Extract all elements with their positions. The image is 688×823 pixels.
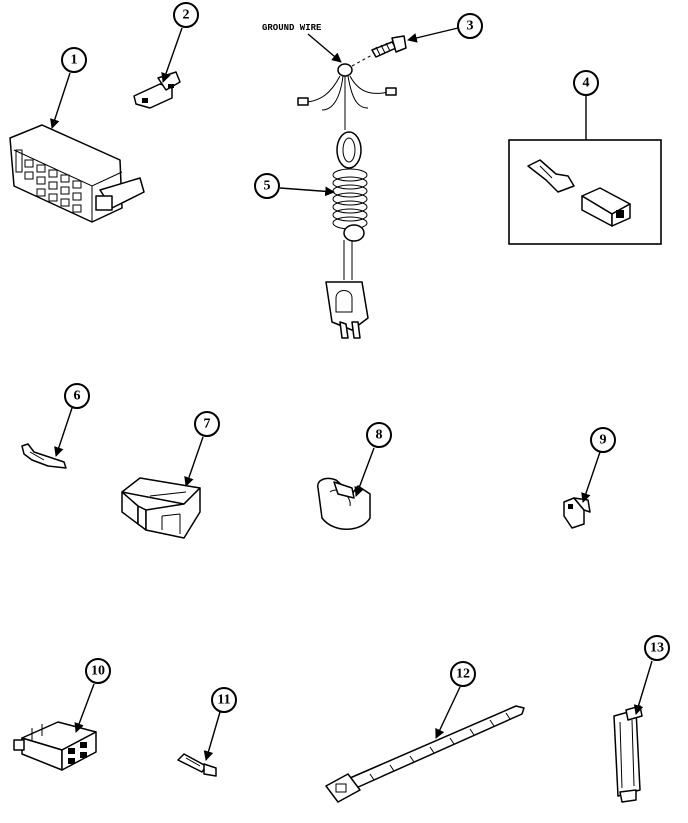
part-10-connector: [13, 721, 97, 771]
callout-13-label: 13: [650, 641, 664, 656]
callout-3: 3: [457, 13, 483, 39]
part-11-pin: [177, 753, 217, 777]
callout-6: 6: [64, 383, 90, 409]
callout-13: 13: [644, 635, 670, 661]
part-12-cable-tie: [325, 705, 525, 803]
part-6-terminal: [21, 443, 67, 469]
callout-9: 9: [590, 427, 616, 453]
callout-2-label: 2: [183, 8, 190, 23]
callout-11: 11: [211, 687, 237, 713]
leader-11: [203, 711, 221, 761]
screw-dashed-line: [351, 54, 373, 67]
leader-8: [354, 447, 375, 497]
part-1-terminal-block: [9, 124, 145, 223]
callout-11-label: 11: [217, 693, 230, 708]
callout-10: 10: [85, 658, 111, 684]
callout-10-label: 10: [91, 664, 105, 679]
callout-7-label: 7: [204, 417, 211, 432]
callout-12-label: 12: [456, 667, 470, 682]
part-5-power-cord: [297, 63, 397, 339]
ground-wire-label: GROUND WIRE: [262, 23, 322, 33]
callout-12: 12: [450, 661, 476, 687]
leader-13: [633, 660, 653, 715]
leader-3: [407, 27, 459, 43]
part-2-terminal-clip: [133, 71, 181, 109]
callout-7: 7: [194, 411, 220, 437]
callout-1-label: 1: [71, 53, 78, 68]
callout-4-label: 4: [583, 76, 590, 91]
part-7-connector-housing: [121, 477, 201, 539]
callout-4: 4: [573, 70, 599, 96]
leader-12: [435, 686, 461, 739]
leader-ground-wire: [307, 33, 342, 63]
leader-9: [581, 451, 601, 503]
leader-10: [74, 683, 95, 733]
part-3-screw: [371, 35, 407, 58]
leader-5: [279, 186, 335, 197]
callout-6-label: 6: [74, 389, 81, 404]
callout-8-label: 8: [376, 428, 383, 443]
callout-8: 8: [366, 422, 392, 448]
part-4-terminal-kit: [508, 139, 662, 245]
leader-1: [50, 72, 71, 129]
leader-2: [161, 27, 183, 83]
part-8-cable-clamp: [317, 477, 371, 530]
leader-7: [184, 436, 204, 487]
callout-5-label: 5: [264, 179, 271, 194]
callout-3-label: 3: [467, 19, 474, 34]
callout-5: 5: [254, 173, 280, 199]
callout-2: 2: [173, 2, 199, 28]
callout-9-label: 9: [600, 433, 607, 448]
part-13-wire-holder: [613, 705, 643, 803]
callout-1: 1: [61, 47, 87, 73]
part-9-small-clip: [563, 497, 591, 529]
leader-6: [54, 407, 73, 457]
